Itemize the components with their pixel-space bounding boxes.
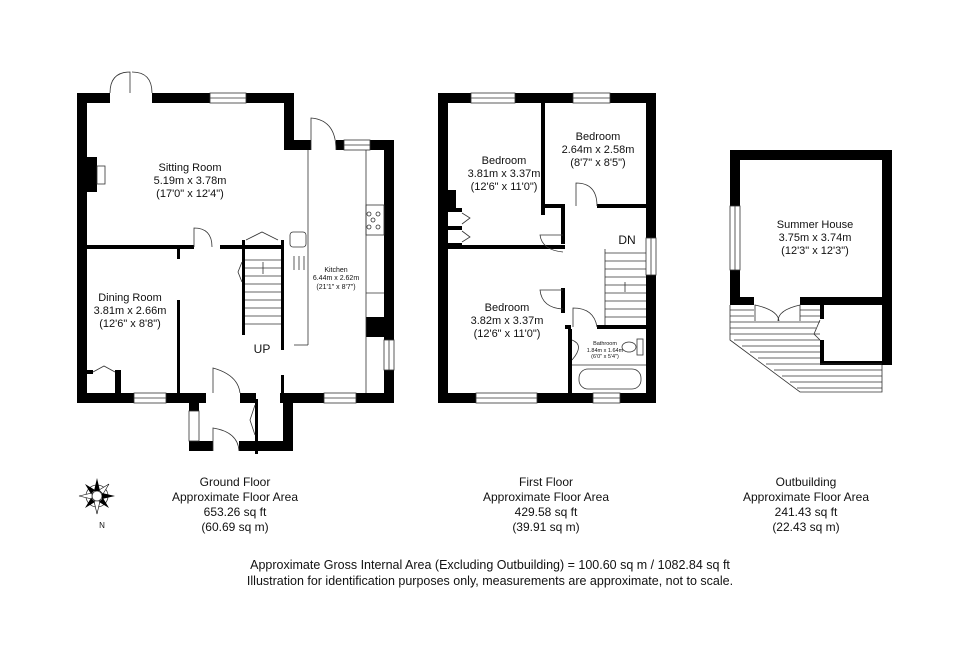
room-imperial: (12'6" x 11'0") <box>473 328 541 341</box>
decking-boards <box>730 309 882 389</box>
outbuilding-walls <box>730 150 892 365</box>
room-name: Summer House <box>776 219 854 231</box>
room-imperial: (12'3" x 12'3") <box>781 245 849 258</box>
room-metric: 3.81m x 2.66m <box>93 305 167 318</box>
stairs-up-label: UP <box>253 342 271 356</box>
first-floor-fixtures <box>461 92 657 404</box>
gross-area-note: Approximate Gross Internal Area (Excludi… <box>250 558 730 572</box>
room-name: Dining Room <box>98 292 162 304</box>
outbuilding-caption: Outbuilding Approximate Floor Area 241.4… <box>743 475 869 535</box>
room-metric: 3.75m x 3.74m <box>778 232 852 245</box>
room-name: Sitting Room <box>158 162 222 174</box>
room-name: Bedroom <box>484 302 530 314</box>
room-label-bedroom-1: Bedroom 3.81m x 3.37m (12'6" x 11'0") <box>468 155 541 195</box>
room-metric: 1.84m x 1.64m <box>586 347 624 354</box>
outbuilding-fixtures <box>729 205 883 393</box>
room-metric: 5.19m x 3.78m <box>153 175 227 188</box>
room-label-kitchen: Kitchen 6.44m x 2.62m (21'1" x 8'7") <box>313 267 359 292</box>
ground-stairs <box>245 259 281 325</box>
room-metric: 3.81m x 3.37m <box>467 168 541 181</box>
floor-name: Ground Floor <box>199 475 271 489</box>
room-name: Bedroom <box>481 155 527 167</box>
disclaimer-note: Illustration for identification purposes… <box>246 574 734 588</box>
room-metric: 2.64m x 2.58m <box>561 144 635 157</box>
floor-area-sqm: (60.69 sq m) <box>201 520 269 534</box>
room-imperial: (12'6" x 11'0") <box>470 181 538 194</box>
room-label-sitting-room: Sitting Room 5.19m x 3.78m (17'0" x 12'4… <box>154 162 227 202</box>
floor-area-sqm: (39.91 sq m) <box>512 520 580 534</box>
room-imperial: (12'6" x 8'8") <box>99 318 161 331</box>
room-label-bedroom-2: Bedroom 2.64m x 2.58m (8'7" x 8'5") <box>562 131 635 171</box>
floor-area-label: Approximate Floor Area <box>742 490 870 504</box>
room-name: Kitchen <box>324 267 348 274</box>
floor-area-sqft: 429.58 sq ft <box>514 505 578 519</box>
compass-rose-icon <box>78 478 115 515</box>
room-imperial: (21'1" x 8'7") <box>316 283 356 291</box>
room-imperial: (6'0" x 5'4") <box>591 354 619 361</box>
ground-floor-caption: Ground Floor Approximate Floor Area 653.… <box>172 475 298 535</box>
floor-name: First Floor <box>519 475 573 489</box>
compass-north-label: N <box>99 521 105 530</box>
ground-floor-walls <box>77 93 394 454</box>
first-floor-walls <box>438 93 656 403</box>
room-label-summer-house: Summer House 3.75m x 3.74m (12'3" x 12'3… <box>777 219 853 259</box>
room-name: Bedroom <box>575 131 621 143</box>
room-metric: 6.44m x 2.62m <box>312 275 360 283</box>
stairs-down-label: DN <box>618 233 636 247</box>
floor-area-sqm: (22.43 sq m) <box>772 520 840 534</box>
room-imperial: (8'7" x 8'5") <box>570 157 626 170</box>
ground-floor-fixtures <box>92 71 395 452</box>
floor-name: Outbuilding <box>775 475 837 489</box>
floor-area-sqft: 653.26 sq ft <box>203 505 267 519</box>
floor-area-label: Approximate Floor Area <box>482 490 610 504</box>
first-floor-caption: First Floor Approximate Floor Area 429.5… <box>483 475 609 535</box>
room-name: Bathroom <box>593 341 617 347</box>
room-label-bathroom: Bathroom 1.84m x 1.64m (6'0" x 5'4") <box>587 341 623 361</box>
room-metric: 3.82m x 3.37m <box>470 315 544 328</box>
room-imperial: (17'0" x 12'4") <box>156 188 224 201</box>
room-label-dining-room: Dining Room 3.81m x 2.66m (12'6" x 8'8") <box>94 292 167 332</box>
room-label-bedroom-3: Bedroom 3.82m x 3.37m (12'6" x 11'0") <box>471 302 544 342</box>
floor-area-label: Approximate Floor Area <box>171 490 299 504</box>
floor-area-sqft: 241.43 sq ft <box>774 505 838 519</box>
